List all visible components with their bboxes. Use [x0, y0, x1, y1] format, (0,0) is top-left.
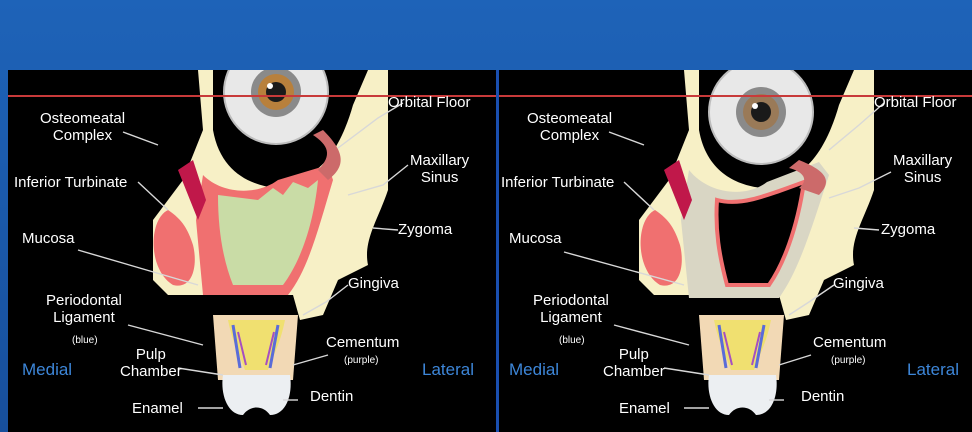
label-periodontal-ligament: Periodontal Ligament — [533, 292, 609, 326]
label-lateral: Lateral — [422, 360, 474, 380]
panel-sinus-disease: Osteomeatal Complex Orbital Floor Maxill… — [496, 70, 972, 432]
label-periodontal-note: (blue) — [72, 332, 98, 349]
label-medial: Medial — [22, 360, 72, 380]
label-medial: Medial — [509, 360, 559, 380]
label-osteomeatal-complex: Osteomeatal Complex — [40, 110, 125, 144]
enamel-crown — [708, 375, 776, 415]
label-maxillary-sinus: Maxillary Sinus — [893, 152, 952, 186]
label-orbital-floor: Orbital Floor — [388, 94, 471, 111]
label-dentin: Dentin — [801, 388, 844, 405]
label-maxillary-sinus: Maxillary Sinus — [410, 152, 469, 186]
label-gingiva: Gingiva — [833, 275, 884, 292]
label-mucosa: Mucosa — [22, 230, 75, 247]
label-cementum-note: (purple) — [831, 352, 865, 369]
label-enamel: Enamel — [132, 400, 183, 417]
label-periodontal-ligament: Periodontal Ligament — [46, 292, 122, 326]
label-zygoma: Zygoma — [881, 221, 935, 238]
enamel-crown — [222, 375, 290, 415]
label-inferior-turbinate: Inferior Turbinate — [501, 174, 614, 191]
label-enamel: Enamel — [619, 400, 670, 417]
label-cementum: Cementum — [326, 334, 399, 351]
label-osteomeatal-complex: Osteomeatal Complex — [527, 110, 612, 144]
label-pulp-chamber: Pulp Chamber — [120, 346, 182, 380]
label-mucosa: Mucosa — [509, 230, 562, 247]
label-inferior-turbinate: Inferior Turbinate — [14, 174, 127, 191]
panel-normal-sinus: Osteomeatal Complex Orbital Floor Maxill… — [8, 70, 496, 432]
label-cementum: Cementum — [813, 334, 886, 351]
label-zygoma: Zygoma — [398, 221, 452, 238]
label-dentin: Dentin — [310, 388, 353, 405]
label-gingiva: Gingiva — [348, 275, 399, 292]
label-orbital-floor: Orbital Floor — [874, 94, 957, 111]
label-periodontal-note: (blue) — [559, 332, 585, 349]
label-lateral: Lateral — [907, 360, 959, 380]
label-pulp-chamber: Pulp Chamber — [603, 346, 665, 380]
label-cementum-note: (purple) — [344, 352, 378, 369]
